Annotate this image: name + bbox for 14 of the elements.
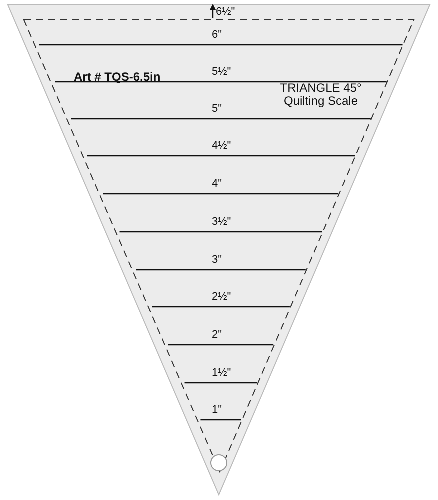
measurement-label: 1"	[212, 404, 222, 417]
measurement-label: 3½"	[212, 216, 232, 229]
measurement-label: 6"	[212, 29, 222, 42]
measurement-label: 3"	[212, 254, 222, 267]
measurement-label: 5"	[212, 103, 222, 116]
measurement-label: 1½"	[212, 367, 232, 380]
scale-title: TRIANGLE 45° Quilting Scale	[279, 82, 363, 108]
article-number: Art # TQS-6.5in	[74, 71, 161, 84]
measurement-label: 6½"	[216, 6, 236, 19]
measurement-label: 5½"	[212, 66, 232, 79]
measurement-label: 4"	[212, 178, 222, 191]
measurement-label: 2"	[212, 329, 222, 342]
measurement-label: 2½"	[212, 291, 232, 304]
measurement-label: 4½"	[212, 140, 232, 153]
